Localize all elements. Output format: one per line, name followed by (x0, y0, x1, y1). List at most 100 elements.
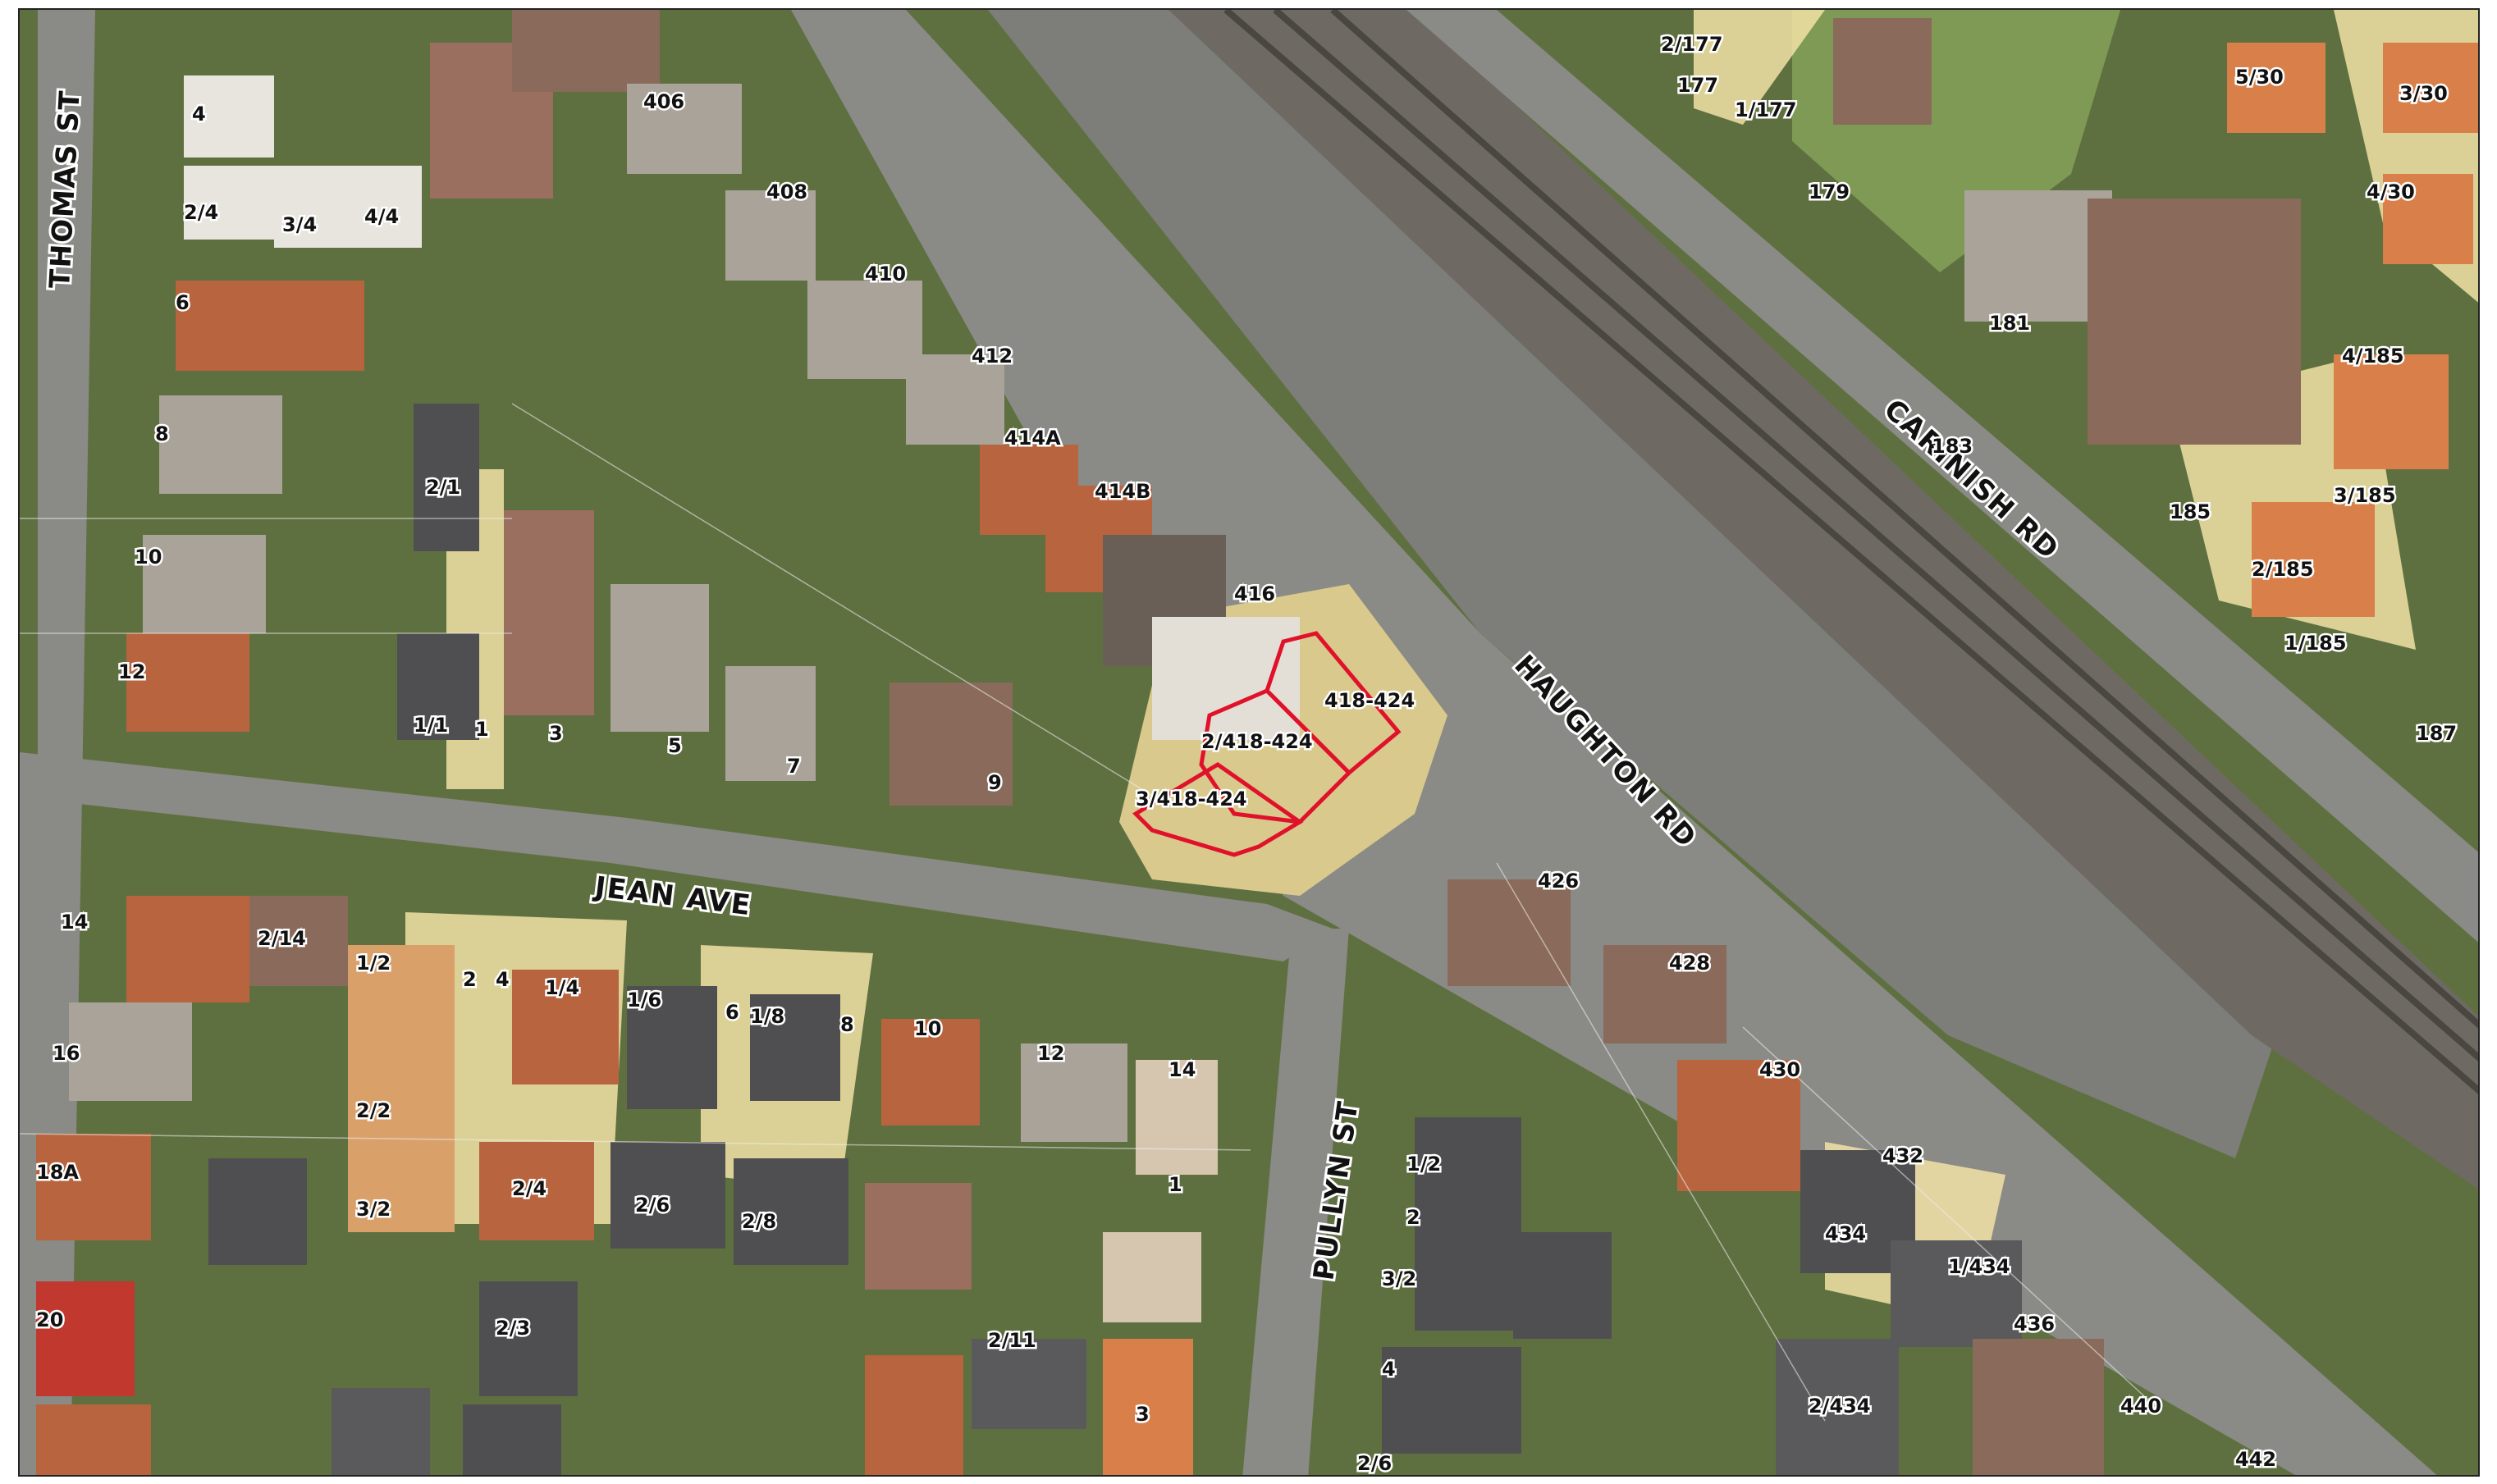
roof (1776, 1339, 1899, 1475)
lot-label: 2/14 (258, 927, 306, 950)
lot-label: 2/6 (635, 1194, 670, 1217)
lot-label: 2/434 (1809, 1395, 1871, 1418)
roof (1103, 1339, 1193, 1475)
lot-label: 10 (914, 1017, 941, 1040)
roof (159, 395, 282, 494)
lot-label: 432 (1882, 1144, 1923, 1167)
lot-label: 2/4 (184, 201, 218, 224)
roof (1973, 1339, 2104, 1475)
lot-label: 2 (1406, 1206, 1420, 1229)
roof (348, 945, 455, 1142)
lot-label: 4 (1382, 1358, 1396, 1381)
lot-label: 1/4 (545, 976, 579, 999)
roof (332, 1388, 430, 1475)
roof (1677, 1060, 1800, 1191)
lot-label: 406 (643, 90, 684, 113)
lot-labels: 2/177 177 1/177 179 181 183 5/30 3/30 4/… (34, 31, 2459, 1476)
lot-label: 2/8 (742, 1210, 776, 1233)
lot-label: 1/434 (1948, 1255, 2010, 1278)
lot-label: 2/185 (2252, 558, 2314, 581)
subject-site-outline[interactable] (1132, 631, 1402, 857)
lot-label: 1 (475, 718, 489, 741)
roof (348, 1142, 455, 1232)
lot-label: 2/4 (512, 1177, 547, 1200)
roof (2383, 43, 2478, 133)
lot-label: 2/6 (1357, 1452, 1392, 1475)
roof (1415, 1224, 1521, 1331)
lot-label: 4/185 (2342, 345, 2404, 368)
lot-label: 408 (766, 180, 807, 203)
lot-label: 3/185 (2334, 484, 2396, 507)
lot-label: 3/4 (282, 213, 317, 236)
roof (734, 1158, 848, 1265)
roof (1021, 1043, 1127, 1142)
lot-label: 5 (668, 734, 682, 757)
carinish-rd-road (1406, 10, 2478, 943)
lot-label: 5/30 (2235, 66, 2284, 89)
lot-label: 183 (1932, 435, 1973, 458)
roof (463, 1404, 561, 1475)
lot-label: 414B (1095, 480, 1150, 503)
roof (1513, 1232, 1612, 1339)
roof (807, 281, 922, 379)
lot-label: 428 (1669, 952, 1710, 975)
lot-label: 1/2 (356, 952, 391, 975)
thomas-st-road (20, 10, 95, 1475)
lot-label: 4 (496, 968, 510, 991)
roof (2334, 354, 2449, 469)
lot-418-424-outline[interactable] (1265, 631, 1402, 776)
lot-label: 177 (1677, 74, 1718, 97)
roof (504, 510, 594, 715)
roof (274, 166, 422, 248)
rail-line-3 (1330, 10, 2478, 1029)
lot-label: 1/1 (414, 714, 448, 737)
roof (865, 1183, 972, 1290)
lot-label: 4/4 (364, 205, 399, 228)
lot-label: 2/1 (426, 476, 460, 499)
roof (627, 84, 742, 174)
roof (208, 1158, 307, 1265)
lot-label: 412 (972, 345, 1013, 368)
roof (611, 584, 709, 732)
lot-label: 7 (787, 755, 801, 778)
roof (512, 10, 660, 92)
roof (249, 896, 348, 986)
lot-3-418-424-outline[interactable] (1132, 762, 1304, 857)
roof (1833, 18, 1932, 125)
roof (176, 281, 364, 371)
lot-label: 410 (865, 263, 906, 285)
lot-label: 436 (2014, 1313, 2055, 1336)
roof (750, 994, 840, 1101)
aerial-map[interactable]: THOMAS ST JEAN AVE PULLYN ST HAUGHTON RD… (20, 10, 2480, 1477)
roof (1891, 1240, 2022, 1347)
roof (881, 1019, 980, 1126)
lot-label: 440 (2120, 1395, 2161, 1418)
lot-label: 10 (135, 546, 162, 568)
roof (2383, 174, 2473, 264)
lot-label: 6 (725, 1001, 739, 1024)
roof (2227, 43, 2326, 133)
roof (627, 986, 717, 1109)
lot-label: 16 (53, 1042, 80, 1065)
rail-line-1 (1223, 10, 2478, 1094)
lot-label: 12 (118, 660, 145, 683)
lot-label: 2/177 (1661, 33, 1723, 56)
roof (906, 354, 1004, 445)
roof (725, 666, 816, 781)
roof (1382, 1347, 1521, 1454)
lot-label: 414A (1004, 427, 1061, 450)
lot-label: 1 (1168, 1173, 1182, 1196)
map-frame: THOMAS ST JEAN AVE PULLYN ST HAUGHTON RD… (18, 8, 2480, 1477)
lot-label: 442 (2235, 1448, 2276, 1471)
lot-label: 4/30 (2367, 180, 2415, 203)
roof (36, 1134, 151, 1240)
pullyn-st-road (1242, 929, 1349, 1475)
haughton-rd-road (791, 10, 2437, 1475)
lot-label: 3/2 (356, 1198, 391, 1221)
lot-label: 187 (2416, 722, 2457, 745)
lot-label: 6 (176, 291, 190, 314)
lot-label: 4 (192, 103, 206, 126)
roof (972, 1339, 1086, 1429)
lot-label: 2/3 (496, 1317, 530, 1340)
subject-label-2: 2/418-424 (1201, 730, 1313, 753)
